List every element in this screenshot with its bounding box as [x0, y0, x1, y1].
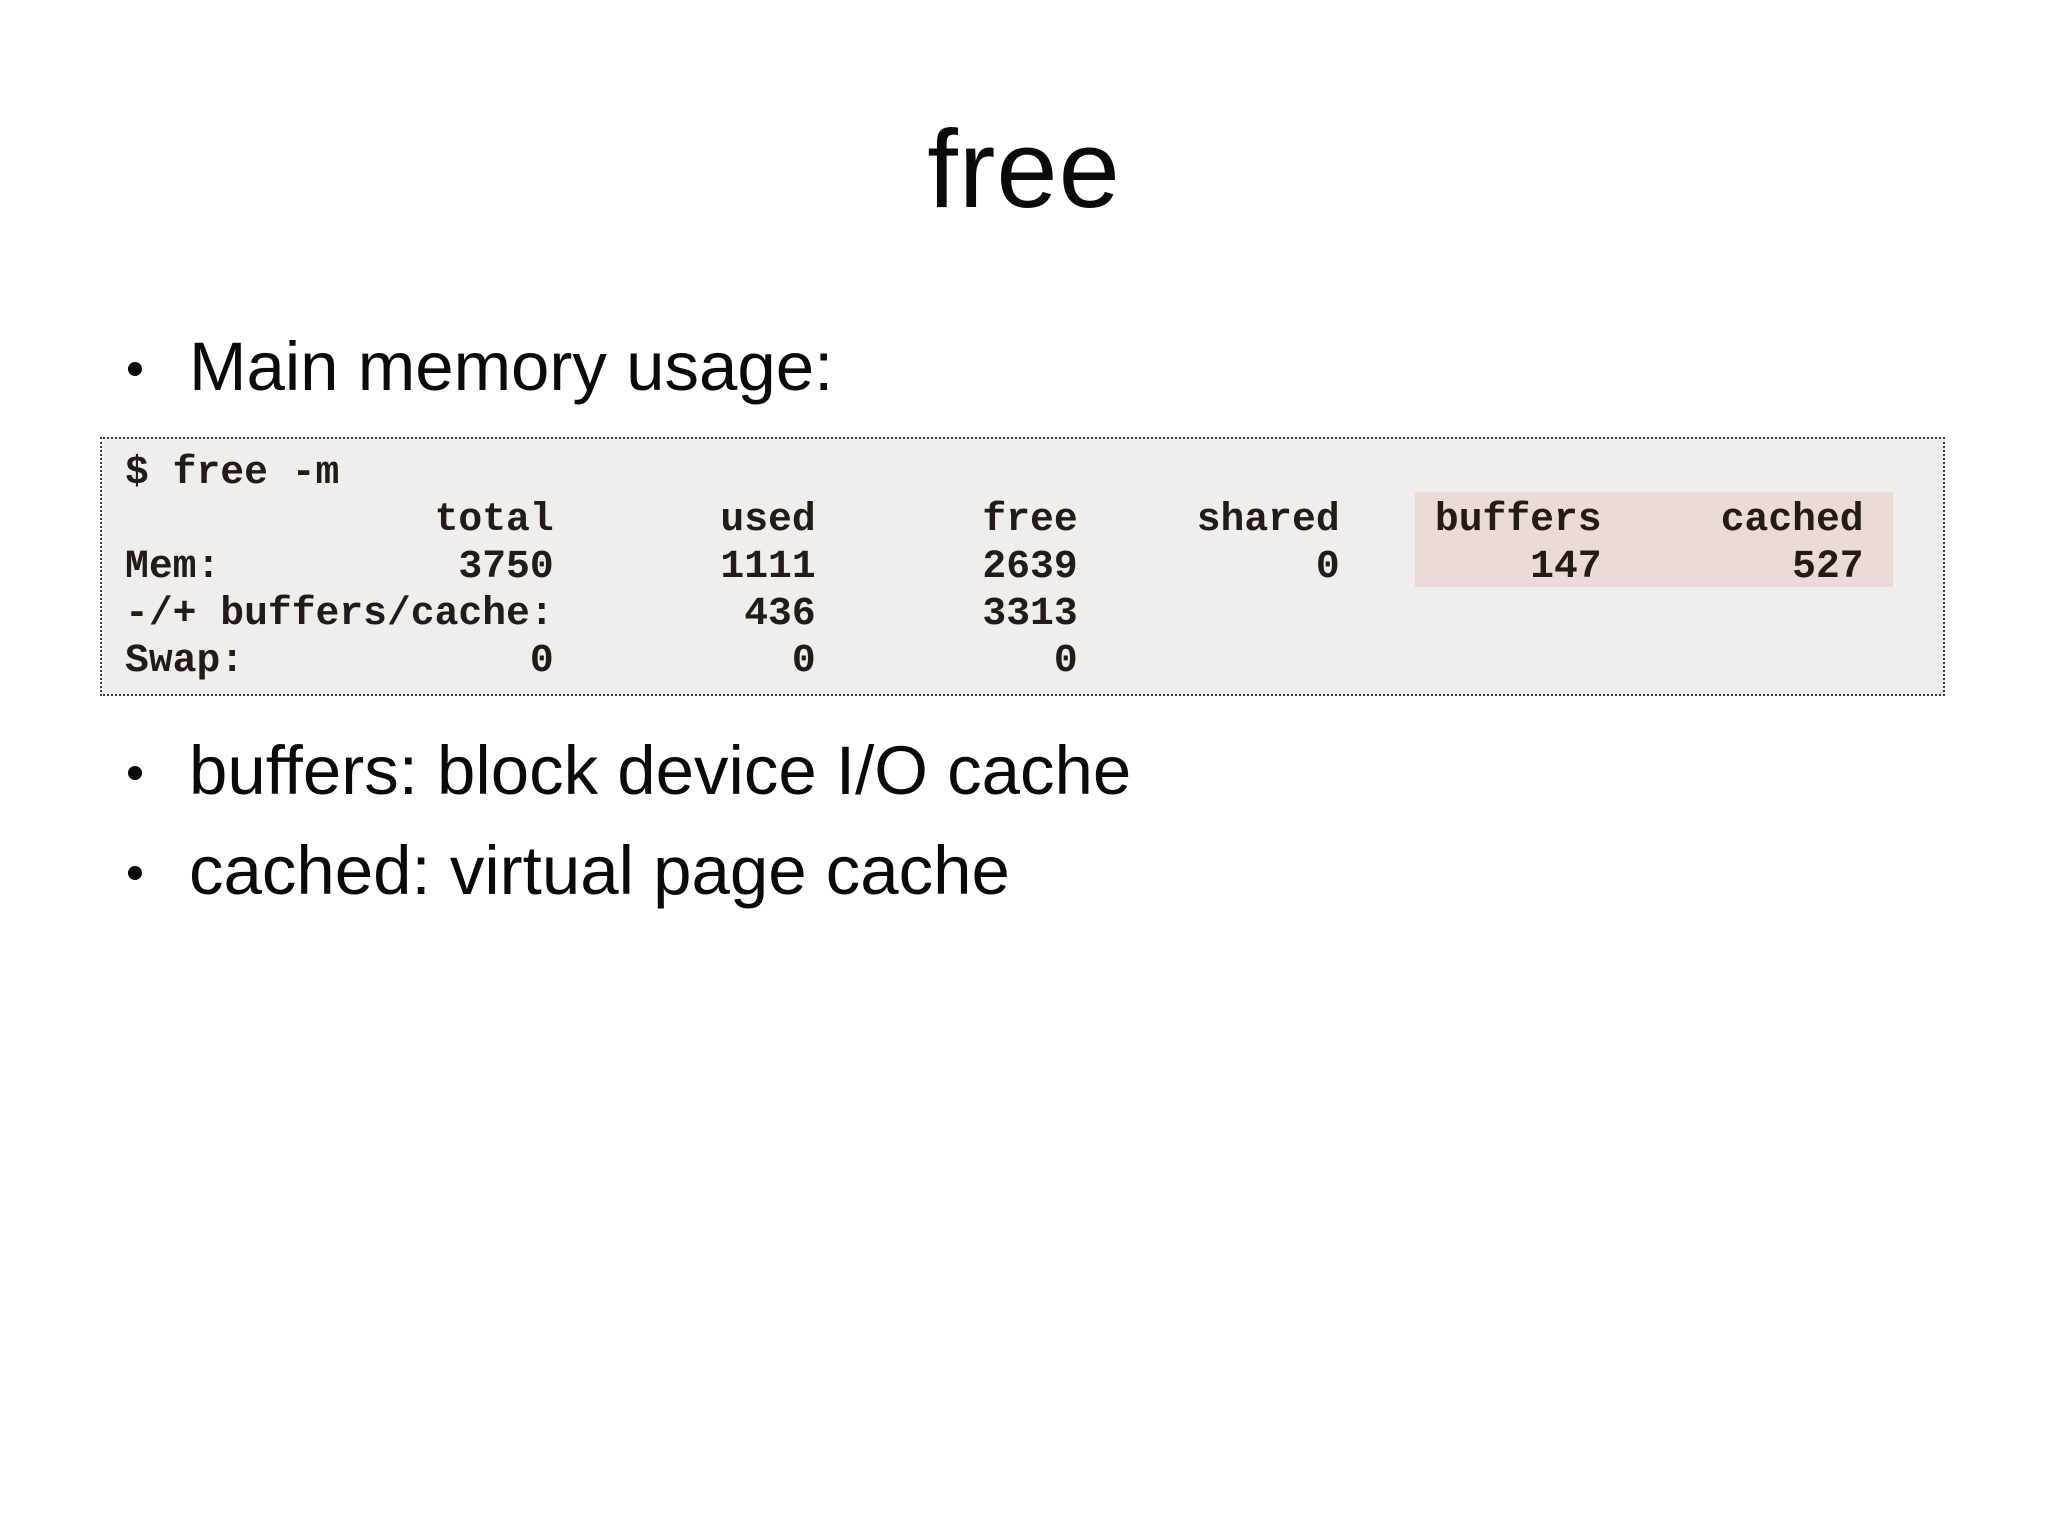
bullet-dot-icon — [128, 866, 142, 880]
bullet-text: buffers: block device I/O cache — [189, 732, 1132, 809]
slide-title: free — [927, 108, 1121, 231]
bullet-buffers-definition: buffers: block device I/O cache — [128, 731, 1131, 810]
free-command-output: $ free -m total used free shared buffers… — [125, 450, 1864, 683]
bullet-dot-icon — [128, 766, 142, 780]
bullet-text: cached: virtual page cache — [189, 832, 1010, 909]
terminal-output-box: $ free -m total used free shared buffers… — [100, 437, 1945, 696]
bullet-main-memory-usage: Main memory usage: — [128, 327, 833, 406]
bullet-cached-definition: cached: virtual page cache — [128, 831, 1010, 910]
bullet-text: Main memory usage: — [189, 328, 834, 405]
bullet-dot-icon — [128, 362, 142, 376]
highlight-buffers-cached — [1415, 492, 1893, 587]
